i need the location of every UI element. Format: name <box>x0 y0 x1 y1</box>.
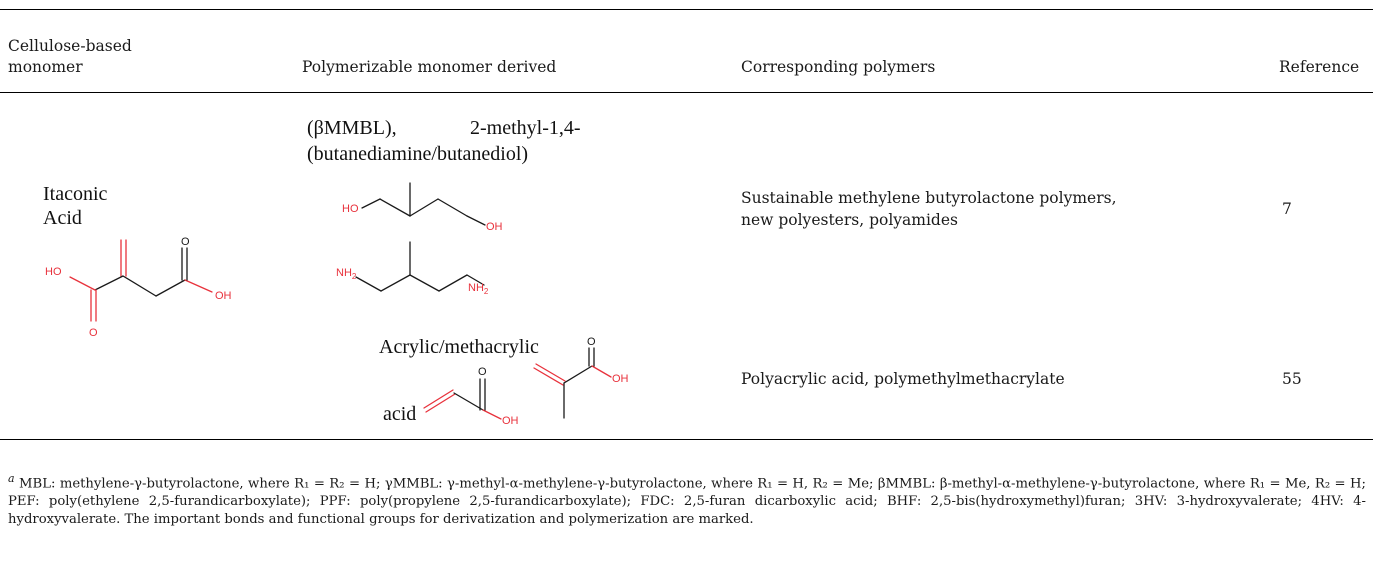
row1-polymers: Sustainable methylene butyrolactone poly… <box>741 189 1117 229</box>
table-header-rule <box>0 92 1373 93</box>
table-footnote: a MBL: methylene-γ-butyrolactone, where … <box>8 470 1366 529</box>
row1-monomer-name: Itaconic Acid <box>43 183 108 229</box>
acrylic-acid-structure <box>423 378 502 420</box>
row2-derived-line2: acid <box>383 403 417 425</box>
diol-oh-label: OH <box>486 221 503 233</box>
diol-ho-label: HO <box>342 203 359 215</box>
itaconic-o-top-label: O <box>181 236 190 248</box>
methacrylic-o-label: O <box>587 336 596 348</box>
diamine-nh2-left-label: NH2 <box>336 267 357 281</box>
row1-derived-line2: (butanediamine/butanediol) <box>307 143 529 165</box>
acrylic-oh-label: OH <box>502 415 519 427</box>
header-cellulose-monomer: Cellulose-based monomer <box>8 37 132 76</box>
diamine-nh2-right-label: NH2 <box>468 282 489 296</box>
itaconic-ho-label: HO <box>45 266 62 278</box>
row2-derived-line1: Acrylic/methacrylic <box>379 336 539 358</box>
itaconic-acid-structure <box>69 239 213 322</box>
chemical-structures: HO OH O O HO OH NH2 NH2 O OH O OH <box>45 182 629 427</box>
itaconic-o-label: O <box>89 327 98 339</box>
header-reference: Reference <box>1279 58 1360 76</box>
row1-derived-line1: (βMMBL), 2-methyl-1,4- <box>307 117 581 139</box>
butanediamine-structure <box>355 241 485 292</box>
footnote-marker: a <box>8 472 15 485</box>
header-polymers: Corresponding polymers <box>741 58 936 76</box>
row2-reference: 55 <box>1282 370 1302 388</box>
methacrylic-oh-label: OH <box>612 373 629 385</box>
footnote-text: MBL: methylene-γ-butyrolactone, where R₁… <box>8 476 1366 528</box>
row1-reference: 7 <box>1282 200 1292 218</box>
itaconic-oh-label: OH <box>215 290 232 302</box>
table-bottom-rule <box>0 439 1373 440</box>
row2-polymers: Polyacrylic acid, polymethylmethacrylate <box>741 370 1065 388</box>
acrylic-o-label: O <box>478 366 487 378</box>
butanediol-structure <box>361 182 486 226</box>
header-derived-monomer: Polymerizable monomer derived <box>302 58 557 76</box>
methacrylic-acid-structure <box>533 347 612 419</box>
table-top-rule <box>0 9 1373 10</box>
